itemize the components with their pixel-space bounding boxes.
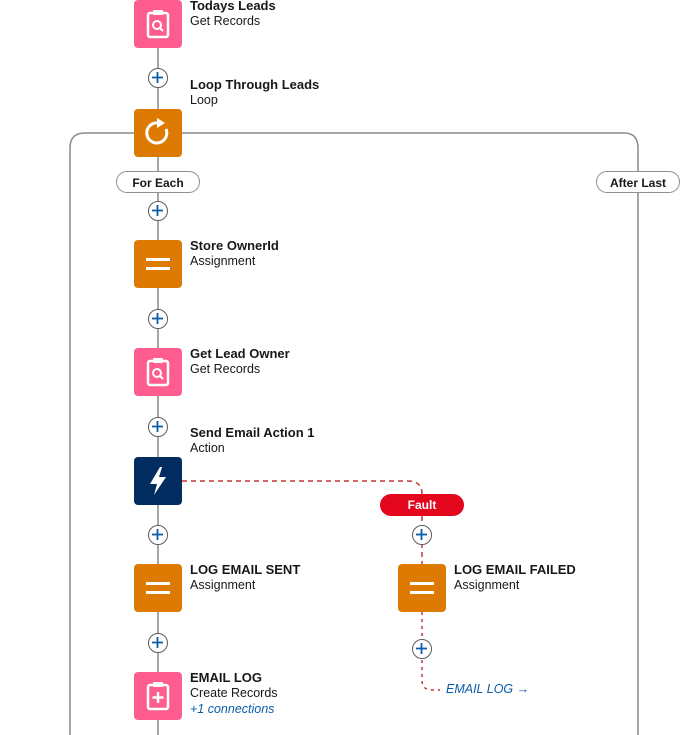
plus-icon — [152, 72, 163, 83]
get-records-icon — [146, 358, 170, 387]
loop-leads-title: Loop Through Leads — [190, 77, 320, 92]
todays-leads-type: Get Records — [190, 14, 261, 28]
after-last-label: After Last — [596, 171, 680, 193]
email-log-connections-link[interactable]: +1 connections — [190, 702, 275, 716]
store-ownerid-title: Store OwnerId — [190, 238, 279, 253]
loop-icon — [145, 118, 169, 145]
get-records-icon — [146, 10, 170, 39]
plus-icon — [152, 421, 163, 432]
goto-email-log-link[interactable]: EMAIL LOG → — [446, 682, 530, 696]
add-element-button[interactable] — [148, 417, 168, 437]
log-email-failed-node[interactable] — [398, 564, 446, 612]
log-email-failed-type: Assignment — [454, 578, 520, 592]
get-lead-owner-node[interactable] — [134, 348, 182, 396]
get-lead-owner-title: Get Lead Owner — [190, 346, 290, 361]
add-element-button[interactable] — [148, 309, 168, 329]
store-ownerid-node[interactable] — [134, 240, 182, 288]
plus-icon — [152, 205, 163, 216]
plus-icon — [152, 313, 163, 324]
create-records-icon — [146, 682, 170, 711]
lightning-icon — [150, 467, 166, 495]
email-log-node[interactable] — [134, 672, 182, 720]
loop-leads-node[interactable] — [134, 109, 182, 157]
add-element-button[interactable] — [148, 525, 168, 545]
log-email-sent-title: LOG EMAIL SENT — [190, 562, 301, 577]
loop-leads-type: Loop — [190, 93, 218, 107]
todays-leads-title: Todays Leads — [190, 0, 276, 13]
log-email-failed-title: LOG EMAIL FAILED — [454, 562, 576, 577]
assignment-icon — [146, 582, 170, 594]
add-fault-element-button[interactable] — [412, 639, 432, 659]
send-email-title: Send Email Action 1 — [190, 425, 315, 440]
plus-icon — [416, 643, 427, 654]
add-element-button[interactable] — [148, 633, 168, 653]
log-email-sent-node[interactable] — [134, 564, 182, 612]
email-log-title: EMAIL LOG — [190, 670, 262, 685]
fault-goto-connector — [421, 660, 440, 691]
todays-leads-node[interactable] — [134, 0, 182, 48]
send-email-type: Action — [190, 441, 225, 455]
send-email-node[interactable] — [134, 457, 182, 505]
log-email-sent-type: Assignment — [190, 578, 256, 592]
for-each-label: For Each — [116, 171, 200, 193]
fault-connector — [182, 480, 423, 495]
loop-outline — [69, 132, 639, 735]
assignment-icon — [410, 582, 434, 594]
add-fault-element-button[interactable] — [412, 525, 432, 545]
add-element-button[interactable] — [148, 201, 168, 221]
store-ownerid-type: Assignment — [190, 254, 256, 268]
plus-icon — [152, 529, 163, 540]
add-element-button[interactable] — [148, 68, 168, 88]
get-lead-owner-type: Get Records — [190, 362, 261, 376]
fault-badge: Fault — [380, 494, 464, 516]
assignment-icon — [146, 258, 170, 270]
plus-icon — [416, 529, 427, 540]
plus-icon — [152, 637, 163, 648]
email-log-type: Create Records — [190, 686, 278, 700]
